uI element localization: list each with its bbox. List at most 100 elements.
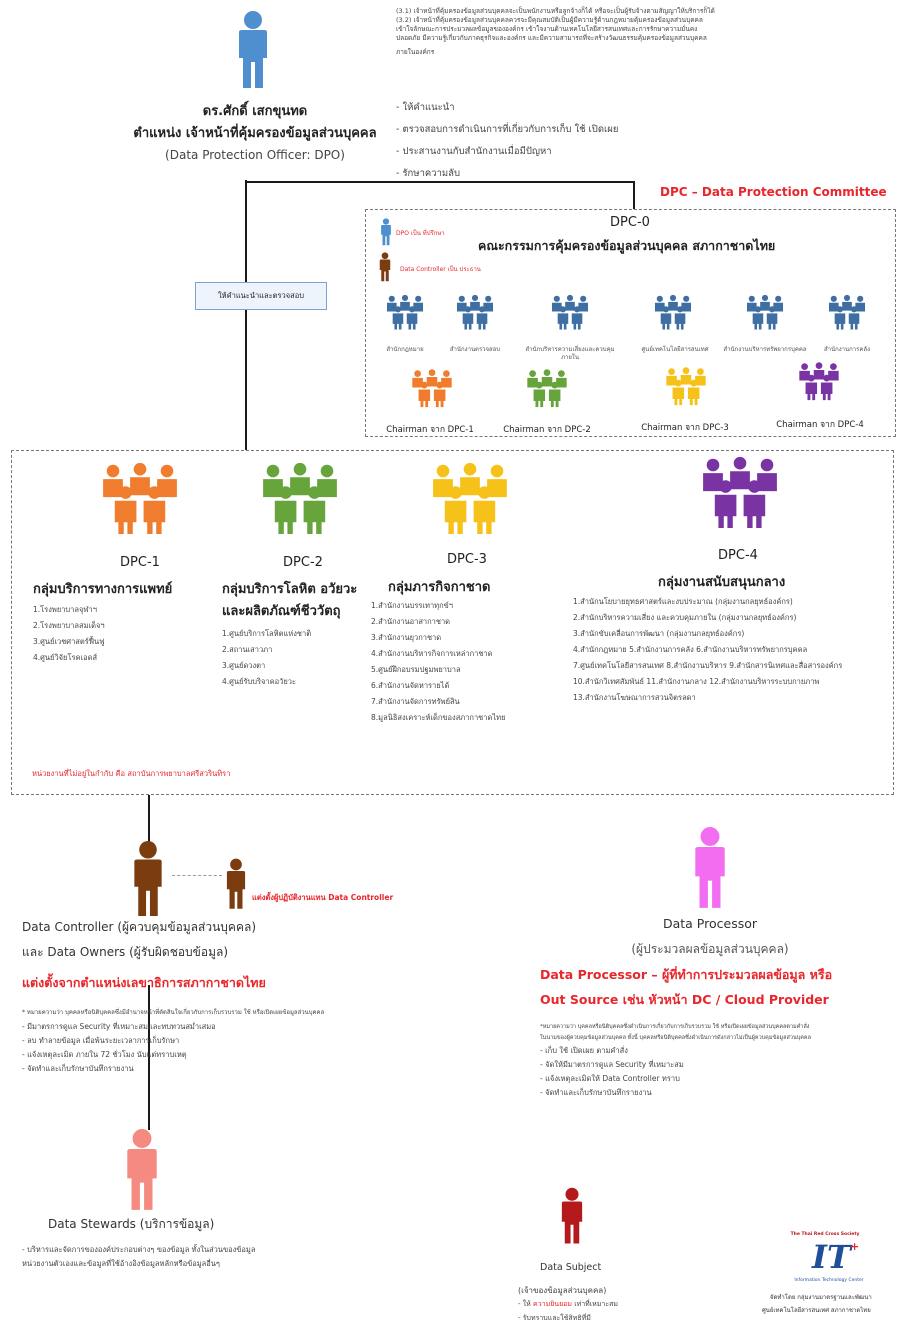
dpc4-name: กลุ่มงานสนับสนุนกลาง bbox=[658, 575, 786, 590]
list-item: 7.ศูนย์เทคโนโลยีสารสนเทศ 8.สำนักงานบริหา… bbox=[573, 661, 843, 670]
list-item: 2.สถานเสาวภา bbox=[222, 645, 273, 654]
controller-title: Data Controller (ผู้ควบคุมข้อมูลส่วนบุคค… bbox=[22, 918, 256, 937]
stewards-desc: - บริหารและจัดการขององค์ประกอบต่างๆ ของข… bbox=[22, 1243, 255, 1271]
dpc0-title: คณะกรรมการคุ้มครองข้อมูลส่วนบุคคล สภากาช… bbox=[478, 238, 776, 253]
list-item: 7.สำนักงานจัดการทรัพย์สิน bbox=[371, 697, 460, 706]
member-group-icon bbox=[651, 287, 695, 337]
dpc1-list: 1.โรงพยาบาลจุฬาฯ 2.โรงพยาบาลสมเด็จฯ 3.ศู… bbox=[33, 602, 105, 666]
list-item: 3.สำนักงานยุวกาชาด bbox=[371, 633, 442, 642]
chair-dpc1-icon bbox=[408, 363, 456, 413]
list-item: 2.สำนักงานอาสากาชาด bbox=[371, 617, 451, 626]
member-group-icon bbox=[548, 287, 592, 337]
subject-subtitle: (เจ้าของข้อมูลส่วนบุคคล) bbox=[518, 1286, 607, 1295]
list-item: 4.สำนักกฎหมาย 5.สำนักงานการคลัง 6.สำนักง… bbox=[573, 645, 808, 654]
processor-duties: *หมายความว่า บุคคลหรือนิติบุคคลซึ่งดำเนิ… bbox=[540, 1022, 895, 1100]
member-label: ศูนย์เทคโนโลยีสารสนเทศ bbox=[641, 346, 709, 353]
list-item: 1.สำนักงานบรรเทาทุกข์ฯ bbox=[371, 601, 453, 610]
processor-definition: *หมายความว่า บุคคลหรือนิติบุคคลซึ่งดำเนิ… bbox=[540, 1024, 810, 1030]
member-label: สำนักงานการคลัง bbox=[823, 346, 870, 353]
list-item: 8.มูลนิธิสงเคราะห์เด็กของสภากาชาดไทย bbox=[371, 713, 506, 722]
dpo-person-icon bbox=[233, 5, 273, 95]
list-item: 4.ศูนย์วิจัยโรคเอดส์ bbox=[33, 653, 98, 662]
dpc2-group-icon bbox=[255, 458, 345, 538]
processor-title: Data Processor bbox=[662, 916, 758, 931]
data-stewards-icon bbox=[119, 1128, 165, 1212]
dpc3-code: DPC-3 bbox=[447, 552, 487, 567]
dpo-name: ดร.ศักดิ์ เสกขุนทด bbox=[202, 104, 308, 119]
legend-controller: Data Controller เป็น ประธาน bbox=[400, 266, 481, 273]
dpo-duties: - ให้คำแนะนำ - ตรวจสอบการดำเนินการที่เกี… bbox=[396, 97, 696, 185]
dpo-position: ตำแหน่ง เจ้าหน้าที่คุ้มครองข้อมูลส่วนบุค… bbox=[133, 126, 377, 141]
processor-duty: - แจ้งเหตุละเมิดให้ Data Controller ทราบ bbox=[540, 1074, 680, 1083]
controller-chair-icon bbox=[377, 252, 393, 282]
dpc4-code: DPC-4 bbox=[718, 548, 758, 563]
stewards-desc-line: - บริหารและจัดการขององค์ประกอบต่างๆ ของข… bbox=[22, 1245, 256, 1254]
connector-line bbox=[148, 985, 150, 1130]
list-item: 10.สำนักวิเทศสัมพันธ์ 11.สำนักงานกลาง 12… bbox=[573, 677, 820, 686]
dpc2-list: 1.ศูนย์บริการโลหิตแห่งชาติ 2.สถานเสาวภา … bbox=[222, 626, 311, 690]
subject-consent-suffix: เท่าที่เหมาะสม bbox=[574, 1300, 618, 1308]
member-group-icon bbox=[743, 287, 787, 337]
member-group-icon bbox=[825, 287, 869, 337]
dpc0-frame bbox=[365, 209, 896, 437]
delegate-label: แต่งตั้งผู้ปฏิบัติงานแทน Data Controller bbox=[252, 893, 394, 902]
member-group-icon bbox=[453, 287, 497, 337]
dpo-duty: - ตรวจสอบการดำเนินการที่เกี่ยวกับการเก็บ… bbox=[396, 124, 619, 135]
list-item: 13.สำนักงานโฆษณาการสวนจิตรลดา bbox=[573, 693, 696, 702]
stewards-desc-line: หน่วยงานตัวเองและข้อมูลที่ใช้อ้างอิงข้อม… bbox=[22, 1259, 220, 1268]
subject-right-consent: - ให้ ความยินยอม เท่าที่เหมาะสม bbox=[518, 1299, 618, 1310]
owners-title-en: Data Owners bbox=[47, 945, 126, 959]
connector-line bbox=[633, 181, 635, 209]
dpo-note-line: (3.1) เจ้าหน้าที่คุ้มครองข้อมูลส่วนบุคคล… bbox=[396, 7, 715, 15]
dpc0-code: DPC-0 bbox=[610, 215, 650, 230]
logo-credit-2: ศูนย์เทคโนโลยีสารสนเทศ สภากาชาดไทย bbox=[762, 1307, 871, 1314]
delegate-icon bbox=[222, 858, 250, 910]
dpo-duty: - รักษาความลับ bbox=[396, 168, 461, 179]
controller-duties: * หมายความว่า บุคคลหรือนิติบุคคลซึ่งมีอำ… bbox=[22, 1006, 324, 1076]
controller-definition: * หมายความว่า บุคคลหรือนิติบุคคลซึ่งมีอำ… bbox=[22, 1009, 325, 1016]
logo-center: Information Technology Center bbox=[794, 1278, 864, 1283]
controller-title-th: (ผู้ควบคุมข้อมูลส่วนบุคคล) bbox=[117, 920, 257, 934]
dpc3-name: กลุ่มภารกิจกาชาด bbox=[388, 580, 491, 595]
dpo-note-line: (3.2) เจ้าหน้าที่คุ้มครองข้อมูลส่วนบุคคล… bbox=[396, 16, 703, 24]
dpc3-group-icon bbox=[425, 458, 515, 538]
member-label: สำนักงานตรวจสอบ bbox=[449, 346, 501, 353]
dpc2-name: กลุ่มบริการโลหิต อวัยวะ bbox=[222, 582, 358, 597]
member-label: สำนักกฎหมาย bbox=[386, 346, 424, 353]
connector-line bbox=[245, 180, 247, 450]
data-processor-icon bbox=[687, 826, 733, 910]
chair-label: Chairman จาก DPC-4 bbox=[776, 420, 864, 430]
owners-title-th: (ผู้รับผิดชอบข้อมูล) bbox=[129, 945, 229, 959]
dpc3-list: 1.สำนักงานบรรเทาทุกข์ฯ 2.สำนักงานอาสากาช… bbox=[371, 598, 505, 726]
advice-box: ให้คำแนะนำและตรวจสอบ bbox=[195, 282, 327, 310]
dpc-groups-frame bbox=[11, 450, 894, 795]
controller-duty: - มีมาตรการดูแล Security ที่เหมาะสมและทบ… bbox=[22, 1022, 216, 1031]
dpo-duty: - ให้คำแนะนำ bbox=[396, 102, 455, 113]
list-item: 2.โรงพยาบาลสมเด็จฯ bbox=[33, 621, 105, 630]
chair-dpc2-icon bbox=[523, 363, 571, 413]
list-item: 4.สำนักงานบริหารกิจการเหล่ากาชาด bbox=[371, 649, 493, 658]
processor-red-line2: Out Source เช่น หัวหน้า DC / Cloud Provi… bbox=[540, 992, 829, 1007]
chair-label: Chairman จาก DPC-3 bbox=[641, 423, 729, 433]
stewards-title: Data Stewards (บริการข้อมูล) bbox=[48, 1215, 214, 1234]
processor-red-line1: Data Processor – ผู้ที่ทำการประมวลผลข้อม… bbox=[540, 967, 833, 982]
processor-duty: - จัดทำและเก็บรักษาบันทึกรายงาน bbox=[540, 1088, 652, 1097]
dpc2-code: DPC-2 bbox=[283, 555, 323, 570]
processor-duty: - จัดให้มีมาตรการดูแล Security ที่เหมาะส… bbox=[540, 1060, 684, 1069]
chair-dpc4-icon bbox=[795, 356, 843, 406]
dpc2-name-line2: และผลิตภัณฑ์ชีววัตถุ bbox=[222, 604, 341, 619]
stewards-title-th: (บริการข้อมูล) bbox=[139, 1217, 215, 1231]
dpo-note-line: ปลอดภัย มีความรู้เกี่ยวกับภาคธุรกิจและอง… bbox=[396, 34, 707, 42]
connector-line bbox=[245, 181, 635, 183]
dpo-note-line: เข้าใจลักษณะการประมวลผลข้อมูลขององค์กร เ… bbox=[396, 25, 698, 33]
controller-duty: - ลบ ทำลายข้อมูล เมื่อพ้นระยะเวลาการเก็บ… bbox=[22, 1036, 180, 1045]
dpo-advisor-icon bbox=[378, 218, 394, 246]
owners-title: และ Data Owners (ผู้รับผิดชอบข้อมูล) bbox=[22, 943, 228, 962]
processor-definition: ในนามของผู้ควบคุมข้อมูลส่วนบุคคล ทั้งนี้… bbox=[540, 1035, 811, 1041]
member-label: สำนักบริหารความเสี่ยงและควบคุมภายใน bbox=[525, 346, 615, 361]
stewards-title-en: Data Stewards bbox=[48, 1217, 136, 1231]
controller-title-en: Data Controller bbox=[22, 920, 114, 934]
controller-appoint-title: แต่งตั้งจากตำแหน่งเลขาธิการสภากาชาดไทย bbox=[22, 975, 266, 990]
logo-mark: IT bbox=[812, 1238, 851, 1276]
list-item: 1.โรงพยาบาลจุฬาฯ bbox=[33, 605, 97, 614]
